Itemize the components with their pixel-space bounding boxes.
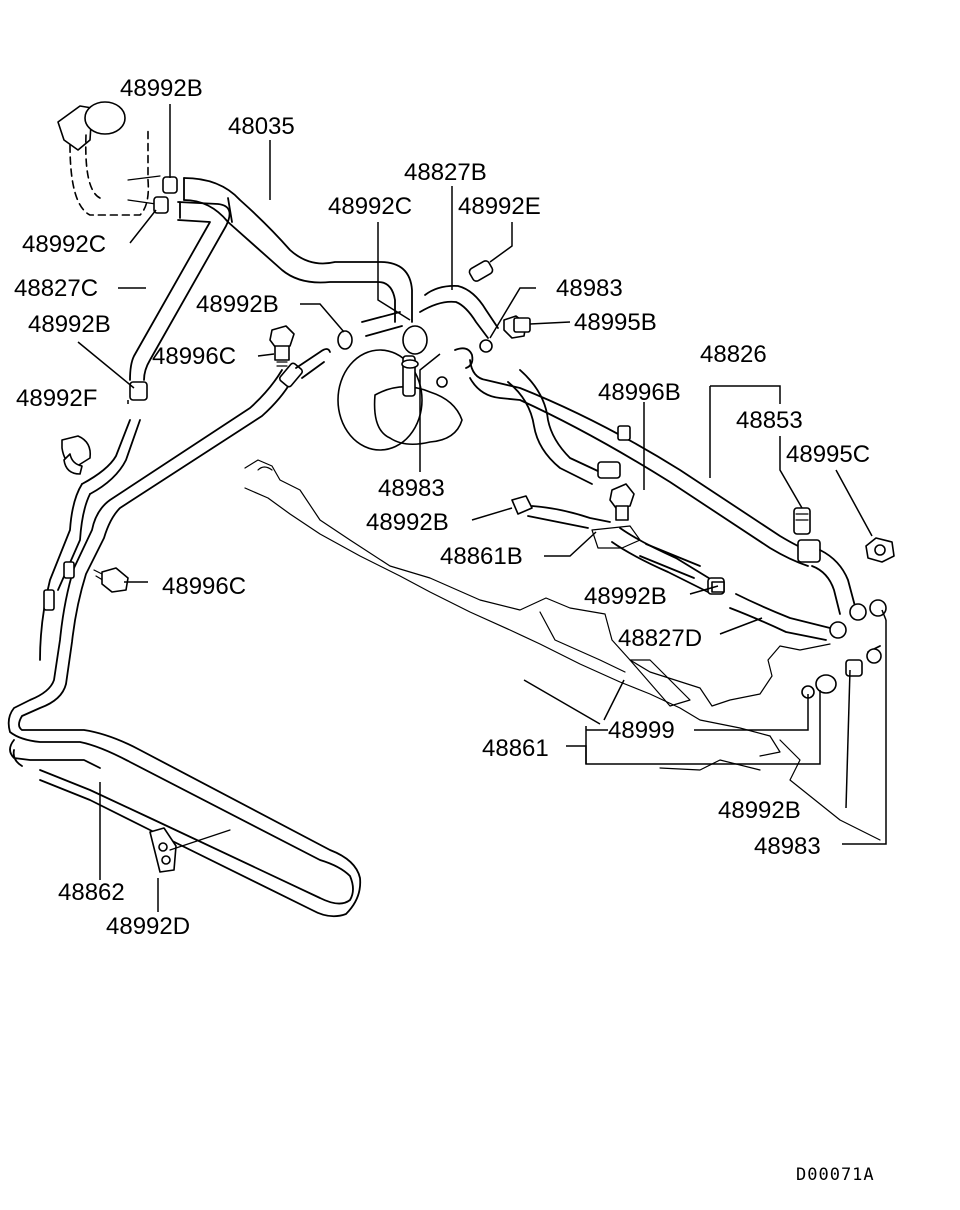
label-48992B-top: 48992B xyxy=(120,75,203,102)
power-steering-pump xyxy=(337,339,493,451)
label-48992E: 48992E xyxy=(458,193,541,220)
clamp-48992D xyxy=(149,827,231,873)
label-48992C-mid: 48992C xyxy=(328,193,412,220)
label-48853: 48853 xyxy=(736,407,803,434)
label-48861B: 48861B xyxy=(440,543,523,570)
label-48999: 48999 xyxy=(608,717,675,744)
label-48992C-left: 48992C xyxy=(22,231,106,258)
oil-reservoir xyxy=(57,101,161,216)
label-48861: 48861 xyxy=(482,735,549,762)
part-labels: 48992B 48035 48827B 48992C 48992E 48992C… xyxy=(14,75,870,940)
connectors-48999 xyxy=(801,645,882,699)
fitting-48995B xyxy=(503,315,531,339)
hose-48827C xyxy=(129,201,231,401)
label-48827C: 48827C xyxy=(14,275,98,302)
label-48983-low: 48983 xyxy=(754,833,821,860)
label-48995C: 48995C xyxy=(786,441,870,468)
fitting-48995C xyxy=(865,537,895,563)
label-48992B-c: 48992B xyxy=(366,509,449,536)
label-48992F: 48992F xyxy=(16,385,97,412)
label-48826: 48826 xyxy=(700,341,767,368)
label-48827B: 48827B xyxy=(404,159,487,186)
label-48992B-e: 48992B xyxy=(718,797,801,824)
steering-gear-box xyxy=(244,459,881,841)
label-48983-mid: 48983 xyxy=(378,475,445,502)
bolt-48996C-upper xyxy=(269,325,295,367)
label-48996B: 48996B xyxy=(598,379,681,406)
pressure-hose-48826 xyxy=(469,359,887,621)
label-48992B-d: 48992B xyxy=(584,583,667,610)
label-48035: 48035 xyxy=(228,113,295,140)
clamp-48992F xyxy=(61,435,92,475)
label-48995B: 48995B xyxy=(574,309,657,336)
hose-48827B xyxy=(337,260,499,355)
label-48996C-b: 48996C xyxy=(162,573,246,600)
label-48992B-b: 48992B xyxy=(28,311,111,338)
fitting-48853 xyxy=(793,507,811,535)
label-48992B-a: 48992B xyxy=(196,291,279,318)
suction-hose-48035 xyxy=(153,176,413,323)
label-48996C-a: 48996C xyxy=(152,343,236,370)
label-48992D: 48992D xyxy=(106,913,190,940)
label-48827D: 48827D xyxy=(618,625,702,652)
return-pipe-48862 xyxy=(7,348,362,918)
label-48983-top: 48983 xyxy=(556,275,623,302)
bolt-48996C-lower xyxy=(93,567,129,593)
leader-lines xyxy=(77,104,887,912)
label-48862: 48862 xyxy=(58,879,125,906)
bolt-48996B xyxy=(609,483,635,521)
diagram-code: D00071A xyxy=(796,1165,875,1185)
